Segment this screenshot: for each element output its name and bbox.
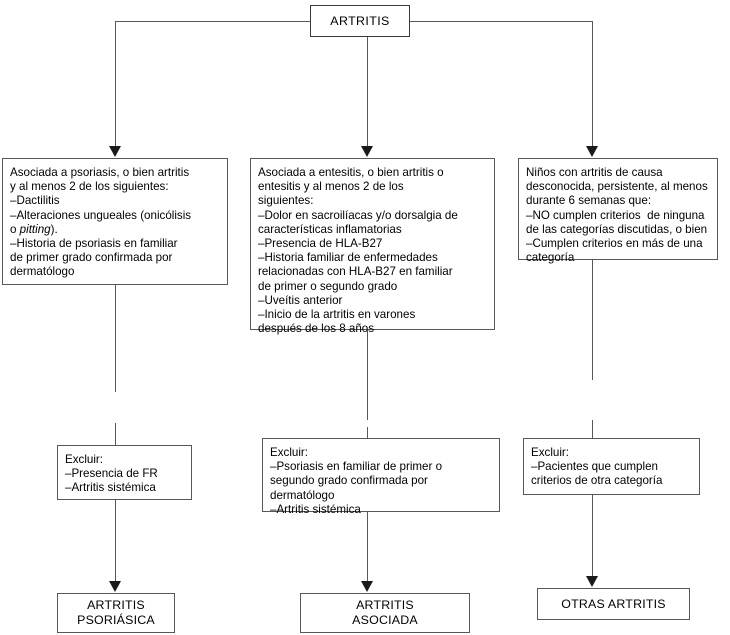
arrowhead-col3-outcome bbox=[586, 576, 598, 587]
connector-col2-criteria-to-exclude-lower bbox=[367, 427, 368, 438]
exclude-box-psoriasica: Excluir: –Presencia de FR –Artritis sist… bbox=[57, 445, 192, 500]
connector-col3-criteria-to-exclude-upper bbox=[592, 260, 593, 380]
connector-root-to-col1 bbox=[115, 21, 116, 147]
node-artritis-root: ARTRITIS bbox=[310, 5, 410, 37]
connector-root-to-col2 bbox=[367, 37, 368, 147]
connector-root-bar-right bbox=[410, 21, 593, 22]
arrowhead-root-to-col2 bbox=[361, 146, 373, 157]
arrowhead-col1-outcome bbox=[109, 581, 121, 592]
criteria-text-psoriasica-italic: pitting bbox=[19, 222, 51, 236]
connector-root-to-col3 bbox=[592, 21, 593, 147]
connector-col3-criteria-to-exclude-lower bbox=[592, 420, 593, 438]
connector-root-bar-left bbox=[115, 21, 311, 22]
exclude-box-asociada: Excluir: –Psoriasis en familiar de prime… bbox=[262, 438, 500, 516]
connector-col3-exclude-to-outcome bbox=[592, 495, 593, 578]
exclude-box-otras: Excluir: –Pacientes que cumplen criterio… bbox=[523, 438, 700, 495]
criteria-box-asociada: Asociada a entesitis, o bien artritis o … bbox=[250, 158, 495, 335]
connector-col2-criteria-to-exclude-upper bbox=[367, 330, 368, 420]
connector-col1-exclude-to-outcome bbox=[115, 500, 116, 583]
connector-col2-exclude-to-outcome bbox=[367, 512, 368, 583]
outcome-box-otras-artritis: OTRAS ARTRITIS bbox=[537, 588, 690, 620]
criteria-box-otras: Niños con artritis de causa desconocida,… bbox=[518, 158, 718, 264]
criteria-text-psoriasica-tail: ). –Historia de psoriasis en familiar de… bbox=[10, 222, 178, 279]
criteria-box-psoriasica: Asociada a psoriasis, o bien artritis y … bbox=[2, 158, 228, 285]
outcome-box-artritis-asociada: ARTRITIS ASOCIADA bbox=[300, 593, 470, 633]
criteria-text-psoriasica-head: Asociada a psoriasis, o bien artritis y … bbox=[10, 166, 192, 236]
arrowhead-root-to-col3 bbox=[586, 146, 598, 157]
connector-col1-criteria-to-exclude-lower bbox=[115, 423, 116, 445]
arrowhead-col2-outcome bbox=[361, 581, 373, 592]
connector-col1-criteria-to-exclude-upper bbox=[115, 285, 116, 392]
outcome-box-artritis-psoriasica: ARTRITIS PSORIÁSICA bbox=[57, 593, 175, 633]
arrowhead-root-to-col1 bbox=[109, 146, 121, 157]
